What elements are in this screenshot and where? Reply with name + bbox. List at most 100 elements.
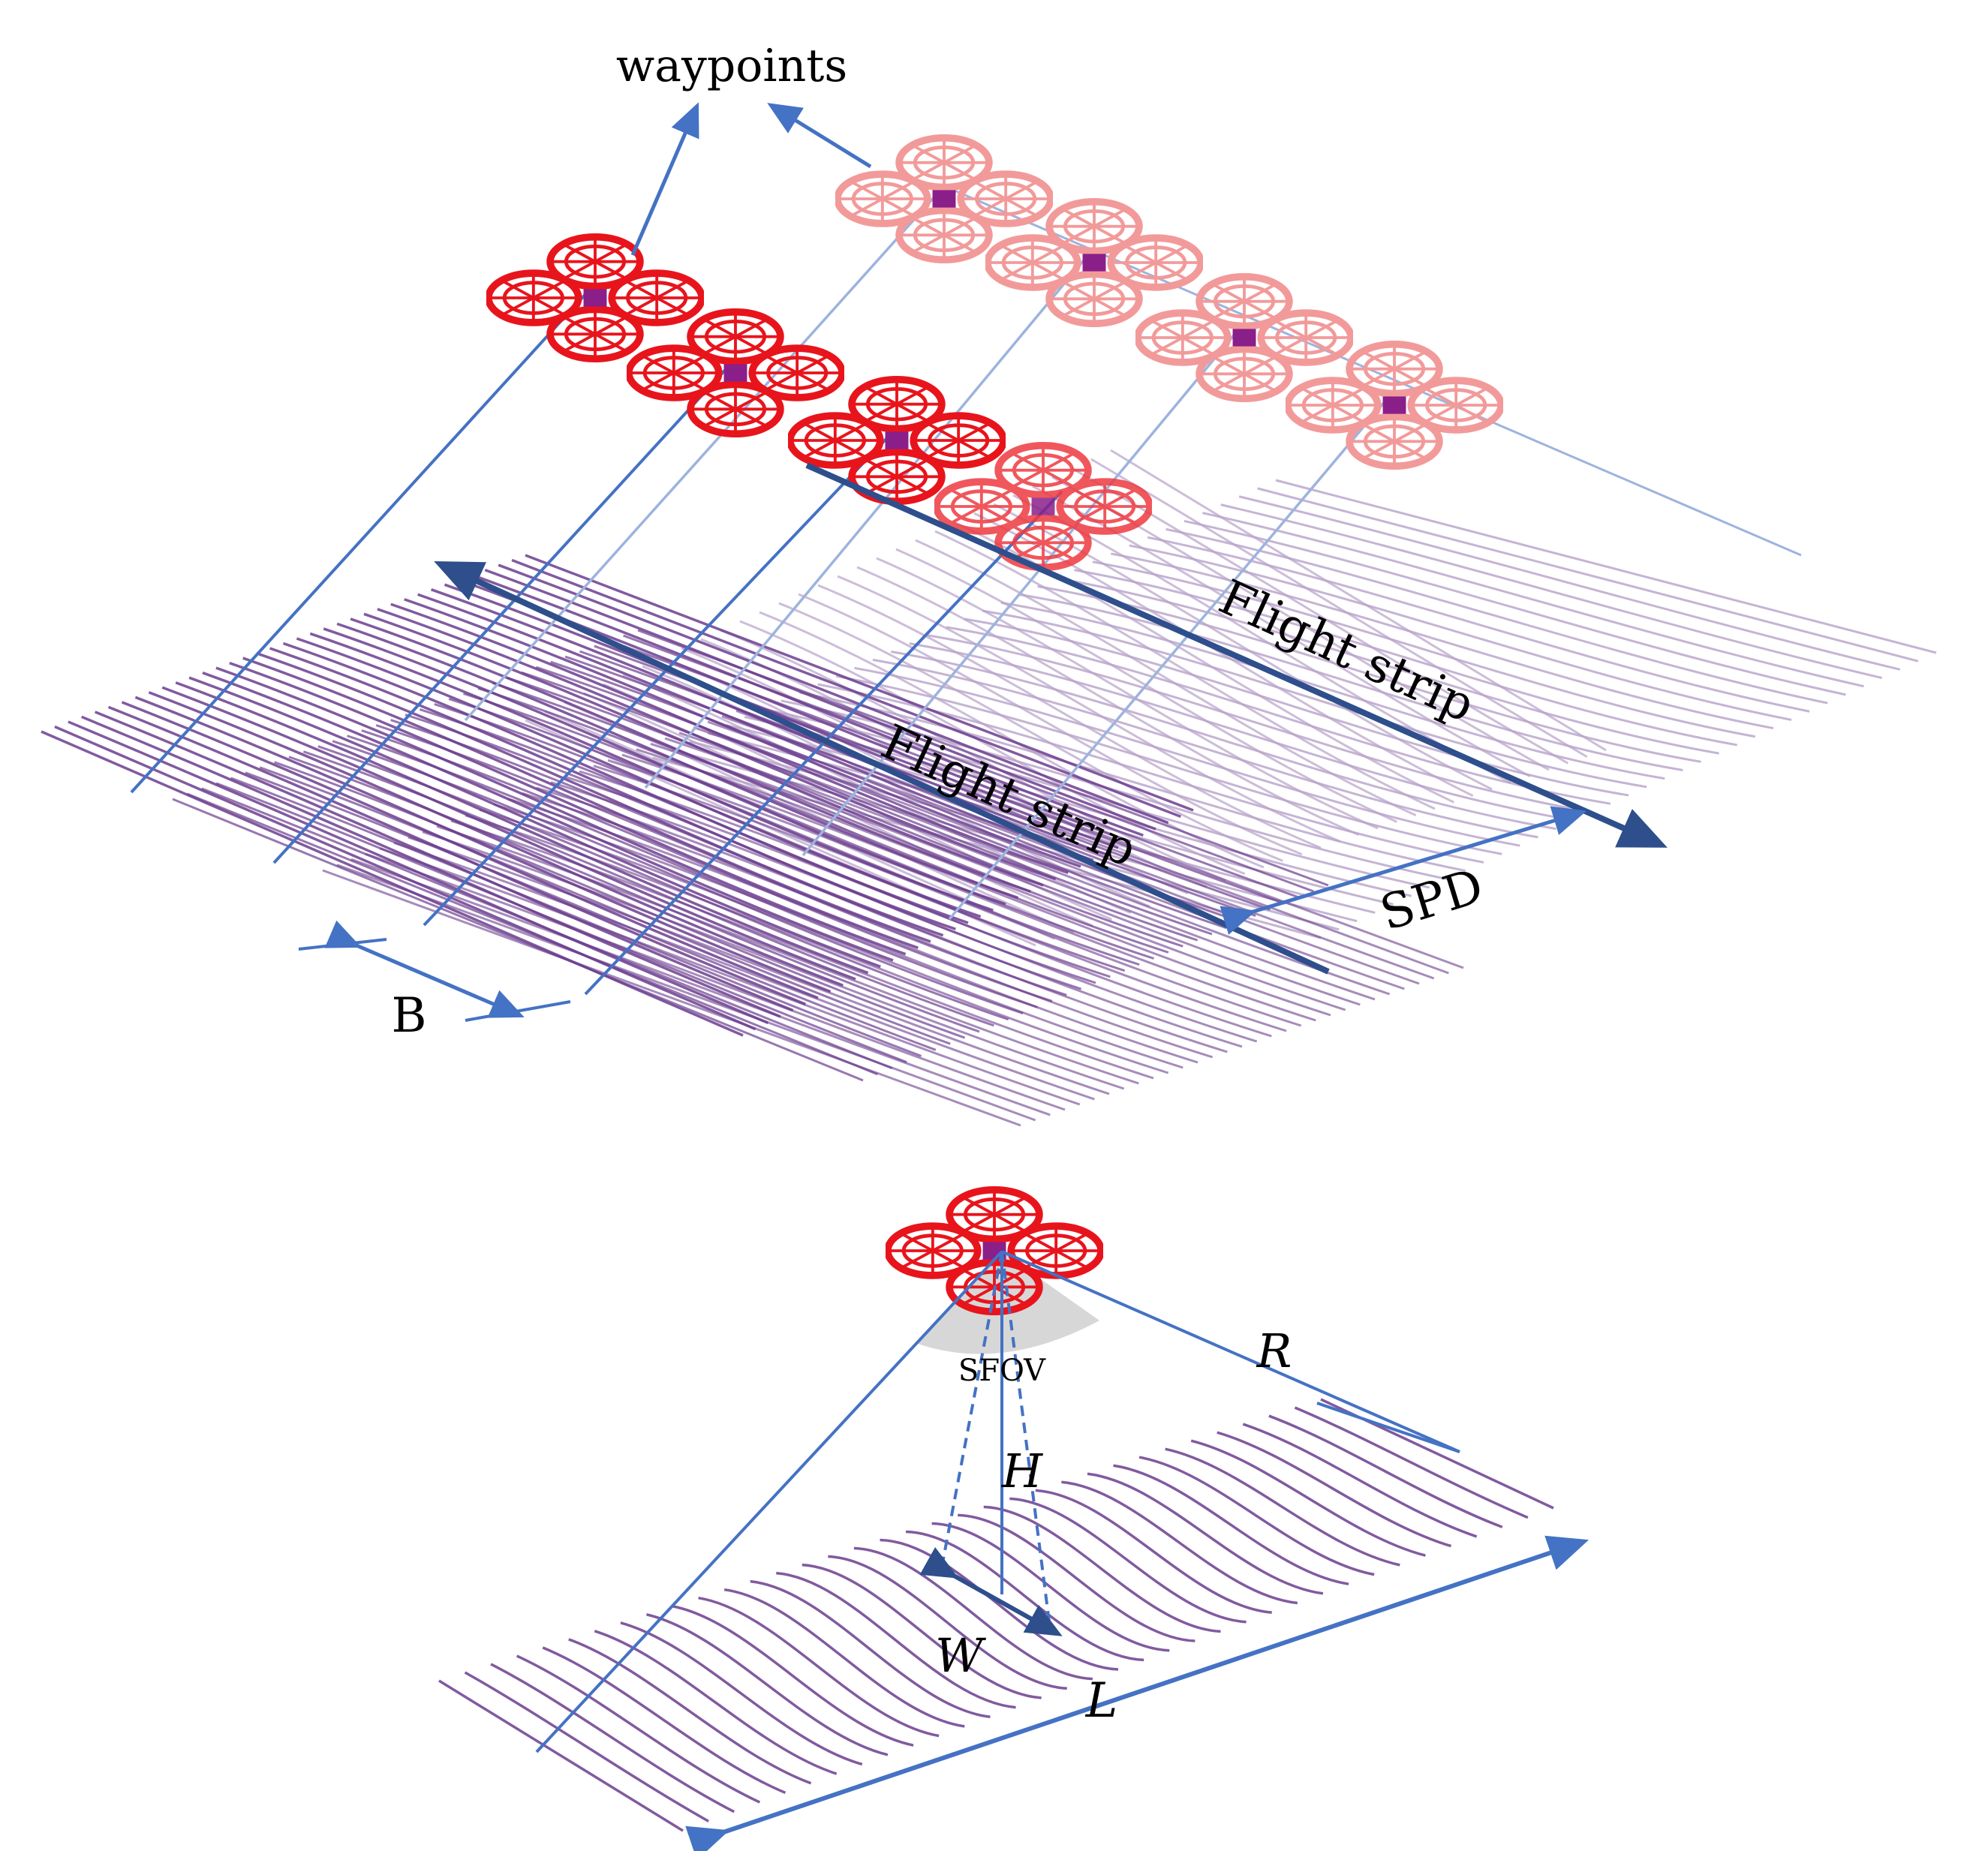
quadcopter-icon — [629, 312, 842, 434]
h-label: H — [1001, 1444, 1044, 1498]
footprint-stripe — [1087, 1472, 1324, 1595]
footprint-stripe — [465, 814, 1169, 1074]
footprint-stripe — [564, 655, 1256, 918]
footprint-stripe — [1220, 503, 1882, 679]
footprint-stripe — [274, 761, 966, 1039]
footprint-stripe — [471, 573, 1144, 837]
footprint-stripe — [1257, 487, 1919, 663]
spd-dimension-arrow — [1220, 806, 1587, 935]
footprint-stripe — [1092, 560, 1756, 738]
footprint-stripe — [1111, 552, 1774, 730]
footprint-stripe — [1238, 495, 1901, 671]
w-label: W — [935, 1628, 986, 1683]
footprint-surfaces-front-row — [41, 554, 1464, 1127]
b-label: B — [391, 988, 426, 1044]
w-dimension-arrow — [919, 1547, 1063, 1636]
footprint-stripe — [564, 775, 1272, 1038]
quadcopter-icon — [489, 237, 702, 359]
footprint-stripe — [492, 681, 1183, 948]
footprint-stripe — [934, 530, 1436, 810]
flight-strip-arrows — [434, 462, 1668, 975]
footprint-stripe — [215, 782, 907, 1064]
footprint-stripe — [288, 756, 980, 1033]
footprint-stripe — [1217, 1431, 1452, 1548]
footprint-stripe — [1071, 467, 1569, 765]
l-label: L — [1085, 1673, 1118, 1729]
footprint-stripe — [895, 548, 1397, 823]
footprint-stripe — [1275, 479, 1937, 654]
footprint-stripe — [802, 1563, 1042, 1699]
footprint-stripe — [1294, 1406, 1529, 1519]
footprint-stripe — [259, 766, 951, 1045]
footprint-stripe — [915, 539, 1417, 817]
footprint-stripe — [623, 634, 1315, 893]
footprint-stripe — [507, 676, 1199, 942]
footprint-stripe — [134, 696, 832, 993]
footprint-stripe — [393, 841, 1095, 1101]
waypoints-label: waypoints — [616, 40, 847, 92]
footprint-stripe — [739, 620, 1246, 876]
footprint-stripe — [230, 777, 922, 1057]
footprint-stripe — [332, 740, 1024, 1015]
footprint-stripe — [215, 666, 907, 956]
footprint-stripe — [678, 732, 1391, 996]
footprint-stripe — [723, 1588, 965, 1728]
footprint-stripe — [511, 558, 1181, 818]
footprint-stripe — [650, 742, 1361, 1006]
footprint-stripe — [1165, 527, 1828, 705]
footprint-stripe — [498, 563, 1169, 825]
footprint-stripe — [302, 750, 994, 1027]
footprint-stripe — [856, 566, 1360, 837]
footprint-stripe — [493, 803, 1199, 1064]
footprint-stripe — [973, 512, 1474, 798]
footprint-stripe — [876, 557, 1379, 830]
footprint-stripe — [448, 697, 1140, 966]
footprint-stripe — [1061, 1480, 1298, 1605]
footprint-stripe — [664, 737, 1376, 1001]
footprint-stripe — [1110, 449, 1607, 752]
footprint-stripe — [693, 726, 1405, 990]
footprint-stripe — [550, 781, 1258, 1043]
footprint-stripe — [477, 687, 1169, 954]
footprint-stripe — [1009, 1497, 1247, 1624]
footprint-stripe — [579, 770, 1287, 1032]
footprint-stripe — [536, 786, 1243, 1048]
footprint-stripe — [1268, 1414, 1503, 1528]
footprint-stripe — [322, 869, 1021, 1127]
footprint-stripe — [463, 692, 1154, 960]
footprint-stripe — [880, 1538, 1119, 1671]
footprint-stripe — [336, 864, 1036, 1122]
footprint-stripe — [408, 836, 1110, 1095]
footprint-stripe — [525, 554, 1194, 812]
footprint-stripe — [317, 745, 1009, 1021]
footprint-stripe — [161, 686, 856, 981]
flight-strip-arrow-front — [434, 560, 1330, 975]
footprint-stripe — [1018, 593, 1683, 771]
footprint-stripe — [438, 1679, 684, 1832]
footprint-stripe — [593, 765, 1302, 1027]
footprint-stripe — [521, 671, 1213, 936]
footprint-stripe — [954, 521, 1454, 804]
r-label: R — [1256, 1324, 1292, 1378]
footprint-stripe — [1129, 544, 1792, 721]
footprint-stripe — [379, 847, 1081, 1106]
footprint-stripe — [1074, 569, 1737, 747]
footprint-surface-single — [438, 1398, 1554, 1832]
footprint-stripe — [347, 735, 1038, 1008]
footprint-stripe — [1000, 601, 1665, 780]
footprint-stripe — [436, 825, 1139, 1085]
footprint-stripe — [450, 819, 1154, 1080]
footprint-stripe — [201, 787, 893, 1070]
footprint-stripe — [607, 759, 1316, 1022]
footprint-stripe — [1037, 584, 1701, 763]
footprint-stripe — [1032, 485, 1531, 777]
footprint-stripe — [434, 703, 1126, 972]
waypoints-callout-arrows — [630, 102, 872, 256]
footprint-stripe — [909, 642, 1574, 822]
l-dimension-arrow — [685, 1535, 1589, 1851]
footprint-stripe — [958, 1513, 1196, 1642]
footprint-stripe — [479, 808, 1183, 1069]
footprint-stripe — [1183, 519, 1846, 696]
footprint-stripe — [621, 753, 1331, 1017]
